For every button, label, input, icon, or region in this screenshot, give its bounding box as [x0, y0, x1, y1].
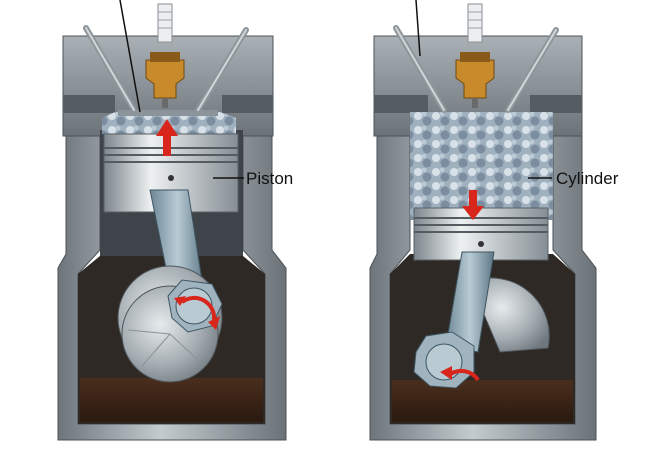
valve-icon [393, 25, 559, 113]
motion-arrow-icon [156, 119, 220, 330]
right-engine [369, 0, 597, 441]
leader-line [415, 0, 421, 57]
cylinder-label: Cylinder [556, 169, 619, 188]
exhaust-port [222, 95, 273, 113]
intake-port [63, 95, 115, 113]
oil-sump [392, 380, 573, 422]
spark-plug-icon [455, 3, 495, 108]
crankshaft-icon [117, 265, 223, 383]
crankshaft-icon [413, 331, 475, 389]
expanding-gas [410, 112, 553, 220]
exhaust-port [530, 95, 582, 113]
motion-arrow-icon [440, 190, 484, 382]
oil-sump [80, 378, 263, 422]
piston-icon [413, 207, 549, 261]
connecting-rod-icon [445, 251, 495, 353]
left-engine [57, 0, 287, 441]
piston-label: Piston [246, 169, 294, 188]
spark-plug-icon [145, 3, 185, 108]
valve-icon [83, 25, 249, 113]
leader-line [119, 0, 141, 113]
intake-port [374, 95, 428, 113]
